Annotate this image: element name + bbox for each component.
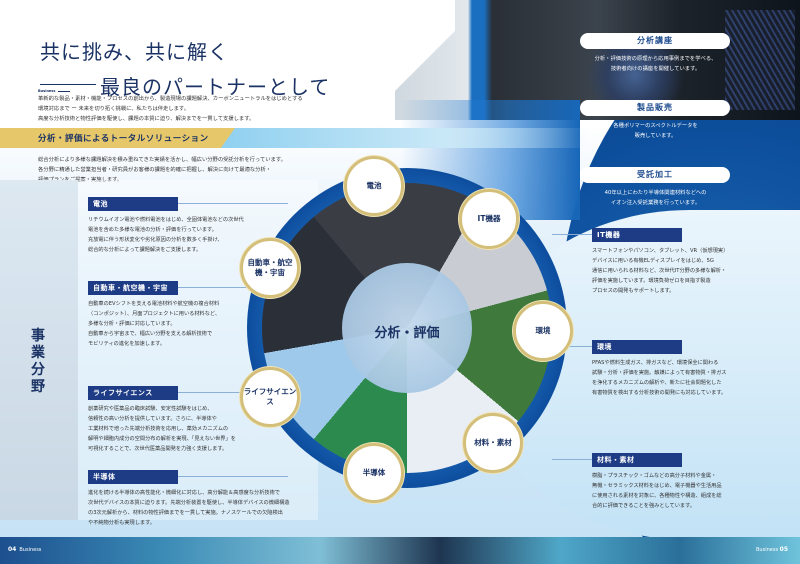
intro-line: 高度な分析技術と物性評価を駆使し、課題の本質に迫り、解決までを一貫して支援します… (38, 116, 255, 122)
headline-line-1: 共に挑み、共に解く (40, 40, 229, 64)
category-battery: 電池 リチウムイオン電池や燃料電池をはじめ、全固体電池などの次世代電池を含めた多… (88, 197, 288, 255)
category-semiconductor: 半導体 進化を続ける半導体の高性能化・微細化に対応し、高分解能＆高感度な分析技術… (88, 470, 328, 528)
page-headline: 共に挑み、共に解く 最良のパートナーとして (39, 36, 330, 100)
node-life-science: ライフサイエンス (240, 367, 300, 427)
category-mobility: 自動車・航空機・宇宙 自動車のEVシフトを支える電池材料や航空機の複合材料（コン… (88, 281, 288, 349)
diagram-center (342, 263, 472, 393)
category-materials: 材料・素材 樹脂・プラスチック・ゴムなどの高分子材料や金属・無機・セラミックス材… (552, 453, 762, 511)
category-it-devices: IT機器 スマートフォンやパソコン、タブレット、VR（仮想現実）デバイスに用いる… (552, 228, 762, 296)
category-text: 樹脂・プラスチック・ゴムなどの高分子材料や金属・無機・セラミックス材料をはじめ、… (592, 473, 722, 509)
summary-text: 総合分析により多様な課題解決を積み重ねてきた実績を活かし、幅広い分野の受託分析を… (38, 155, 318, 185)
category-text: リチウムイオン電池や燃料電池をはじめ、全固体電池などの次世代電池を含めた多様な電… (88, 217, 244, 253)
label-char: 野 (31, 379, 45, 395)
banner-title: 分析・評価によるトータルソリューション (38, 134, 209, 144)
business-tag: Business (38, 89, 71, 93)
summary-line: 総合分析により多様な課題解決を積み重ねてきた実績を活かし、幅広い分野の受託分析を… (38, 157, 286, 163)
page-number-right: Business 05 (756, 546, 789, 553)
cable-detail (725, 10, 795, 110)
side-strip (0, 180, 78, 520)
service-title: 受託加工 (580, 167, 730, 183)
category-title: 電池 (88, 197, 288, 211)
service-desc: 40年以上にわたり半導体関連材料などへのイオン注入受託業務を行っています。 (604, 190, 707, 206)
intro-text: 革新的な製品・素材・機能・プロセスの創出から、製造現場の課題解決、カーボンニュー… (38, 94, 378, 124)
service-title: 分析講座 (580, 33, 730, 49)
category-title: 自動車・航空機・宇宙 (88, 281, 288, 295)
headline-line-2: 最良のパートナーとして (39, 71, 330, 100)
footer-photo-strip (0, 537, 800, 564)
intro-line: 環境対応まで ー 未来を切り拓く挑戦に、私たちは伴走します。 (38, 106, 189, 112)
lab-equipment-photo (395, 0, 800, 120)
node-battery: 電池 (344, 156, 404, 216)
service-list: 分析講座 分析・評価技術の原理から応用事例までを学べる、技術者向けの講座を開催し… (560, 28, 750, 229)
label-char: 業 (31, 345, 45, 361)
category-title: 材料・素材 (552, 453, 682, 467)
service-title: 製品販売 (580, 100, 730, 116)
summary-line: 各分野に精通した営業担当者・研究員がお客様の課題を的確に把握し、解決に向けて最適… (38, 167, 272, 173)
category-text: 創薬研究や医薬品の臨床試験、安定性試験をはじめ、信頼性の高い分析を提供しています… (88, 406, 236, 452)
label-char: 事 (31, 328, 45, 344)
category-text: PFASや燃料生成ガス、排ガスなど、環境保全に関わる試験・分析・評価を実施。触媒… (592, 360, 727, 396)
node-environment: 環境 (513, 301, 573, 361)
category-title: ライフサイエンス (88, 386, 288, 400)
section-label-vertical: 事 業 分 野 (27, 328, 49, 396)
node-semiconductor: 半導体 (344, 443, 404, 503)
category-text: スマートフォンやパソコン、タブレット、VR（仮想現実）デバイスに用いる有機ELデ… (592, 248, 729, 294)
wire-detail (575, 40, 695, 110)
solution-banner: 分析・評価によるトータルソリューション (0, 128, 235, 148)
summary-line: 評価プランをご提案・実施します。 (38, 177, 123, 183)
banner-gradient (220, 128, 590, 148)
node-mobility: 自動車・航空機・宇宙 (240, 238, 300, 298)
category-title: 環境 (552, 340, 682, 354)
category-environment: 環境 PFASや燃料生成ガス、排ガスなど、環境保全に関わる試験・分析・評価を実施… (552, 340, 762, 398)
label-char: 分 (31, 362, 45, 378)
category-title: IT機器 (552, 228, 682, 242)
service-product-sales: 製品販売 各種ポリマーのスペクトルデータを販売しています。 (560, 95, 750, 155)
intro-line: 革新的な製品・素材・機能・プロセスの創出から、製造現場の課題解決、カーボンニュー… (38, 96, 303, 102)
service-desc: 分析・評価技術の原理から応用事例までを学べる、技術者向けの講座を開催しています。 (594, 56, 717, 72)
category-title: 半導体 (88, 470, 288, 484)
diagram-center-label: 分析・評価 (374, 326, 440, 341)
node-it-devices: IT機器 (459, 189, 519, 249)
service-course: 分析講座 分析・評価技術の原理から応用事例までを学べる、技術者向けの講座を開催し… (560, 28, 750, 88)
category-text: 進化を続ける半導体の高性能化・微細化に対応し、高分解能＆高感度な分析技術で次世代… (88, 490, 290, 526)
node-materials: 材料・素材 (463, 413, 523, 473)
category-text: 自動車のEVシフトを支える電池材料や航空機の複合材料（コンポジット）、月面プロジ… (88, 301, 221, 347)
category-life-science: ライフサイエンス 創薬研究や医薬品の臨床試験、安定性試験をはじめ、信頼性の高い分… (88, 386, 288, 454)
service-desc: 各種ポリマーのスペクトルデータを販売しています。 (613, 123, 698, 139)
service-contract-processing: 受託加工 40年以上にわたり半導体関連材料などへのイオン注入受託業務を行っていま… (560, 162, 750, 222)
